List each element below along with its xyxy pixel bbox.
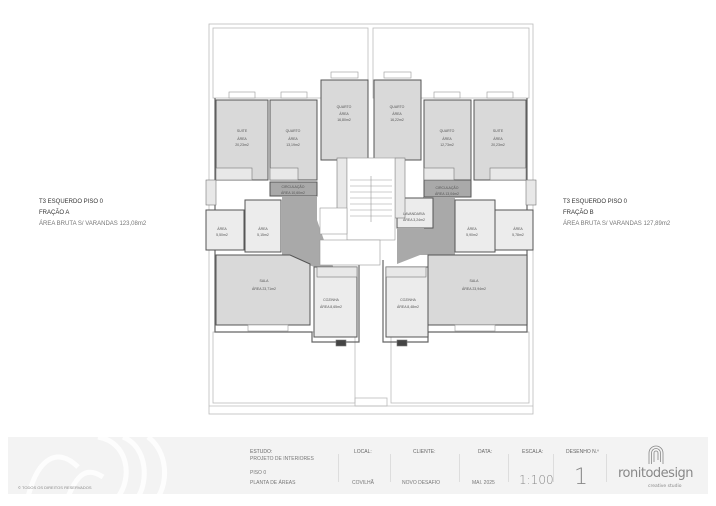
- svg-text:CIRCULAÇÃO: CIRCULAÇÃO: [282, 184, 305, 189]
- svg-text:COZINHA: COZINHA: [400, 298, 416, 302]
- svg-text:ÁREA: ÁREA: [217, 227, 227, 231]
- title-block: © TODOS OS DIREITOS RESERVADOS ESTUDO: P…: [8, 437, 708, 494]
- logo-name: ronitodesign: [618, 466, 694, 481]
- svg-text:5,78m2: 5,78m2: [512, 233, 524, 237]
- svg-text:5,50m2: 5,50m2: [216, 233, 228, 237]
- data-value: MAI. 2025: [472, 480, 495, 486]
- fraction-a-area: ÁREA BRUTA S/ VARANDAS 123,08m2: [39, 221, 147, 227]
- fraction-a-label: T3 ESQUERDO PISO 0 FRAÇÃO A ÁREA BRUTA S…: [39, 197, 146, 230]
- svg-text:ÁREA 10,60m2: ÁREA 10,60m2: [281, 191, 305, 195]
- svg-text:ÁREA 8,65m2: ÁREA 8,65m2: [320, 305, 342, 309]
- svg-text:ÁREA: ÁREA: [288, 137, 298, 141]
- room-wc-a1: [205, 209, 245, 251]
- svg-text:ÁREA: ÁREA: [392, 112, 402, 116]
- svg-text:ÁREA: ÁREA: [258, 227, 268, 231]
- svg-text:SALA: SALA: [260, 279, 270, 283]
- svg-text:QUARTO: QUARTO: [440, 129, 455, 133]
- svg-text:13,19m2: 13,19m2: [286, 143, 300, 147]
- svg-text:ÁREA: ÁREA: [442, 137, 452, 141]
- svg-text:SUITE: SUITE: [493, 129, 504, 133]
- svg-text:COZINHA: COZINHA: [323, 298, 339, 302]
- desenho-label: DESENHO N.º: [566, 449, 599, 455]
- svg-text:ÁREA: ÁREA: [467, 227, 477, 231]
- room-quarto-a2: [320, 79, 369, 161]
- svg-text:ÁREA 13,04m2: ÁREA 13,04m2: [435, 192, 459, 196]
- desenho-value: 1: [574, 465, 588, 490]
- svg-text:16,22m2: 16,22m2: [390, 118, 404, 122]
- svg-text:16,80m2: 16,80m2: [337, 118, 351, 122]
- room-cozinha-b: [385, 266, 429, 338]
- room-quarto-a1: [269, 99, 318, 181]
- room-wc-b2: [454, 199, 496, 253]
- local-value: COVILHÃ: [352, 480, 374, 486]
- svg-text:ÁREA 8,48m2: ÁREA 8,48m2: [397, 305, 419, 309]
- svg-text:QUARTO: QUARTO: [286, 129, 301, 133]
- floor-plan: SUITE ÁREA 20,23m2 QUARTO ÁREA 13,19m2 Q…: [205, 23, 537, 415]
- cliente-label: CLIENTE:: [413, 449, 436, 455]
- escala-value: 1:100: [519, 473, 554, 487]
- svg-text:CIRCULAÇÃO: CIRCULAÇÃO: [436, 185, 459, 190]
- svg-text:20,23m2: 20,23m2: [491, 143, 505, 147]
- local-label: LOCAL:: [354, 449, 372, 455]
- room-wc-b1: [494, 209, 534, 251]
- estudo-value: PROJETO DE INTERIORES: [250, 456, 314, 462]
- fraction-b-subtitle: FRAÇÃO B: [563, 210, 594, 216]
- svg-text:QUARTO: QUARTO: [337, 105, 352, 109]
- piso-value: PISO 0: [250, 470, 267, 476]
- room-quarto-b2: [373, 79, 422, 161]
- cliente-value: NOVO DESAFIO: [402, 480, 441, 486]
- svg-text:ÁREA: ÁREA: [513, 227, 523, 231]
- svg-text:12,73m2: 12,73m2: [440, 143, 454, 147]
- svg-text:ÁREA 3,24m2: ÁREA 3,24m2: [403, 218, 425, 222]
- svg-text:5,15m2: 5,15m2: [257, 233, 269, 237]
- room-quarto-b1: [423, 99, 472, 181]
- room-suite-b: [473, 99, 527, 181]
- fingerprint-logo-icon: [648, 445, 664, 464]
- svg-text:LAVANDARIA: LAVANDARIA: [403, 212, 425, 216]
- svg-text:ÁREA 23,71m2: ÁREA 23,71m2: [252, 287, 276, 291]
- svg-text:5,90m2: 5,90m2: [466, 233, 478, 237]
- logo-tagline: creative studio: [648, 484, 682, 489]
- fraction-b-label: T3 ESQUERDO PISO 0 FRAÇÃO B ÁREA BRUTA S…: [563, 197, 670, 230]
- svg-text:SALA: SALA: [470, 279, 480, 283]
- stair-core: [319, 157, 396, 266]
- svg-text:QUARTO: QUARTO: [390, 105, 405, 109]
- fraction-a-title: T3 ESQUERDO PISO 0: [39, 199, 104, 205]
- planta-value: PLANTA DE ÁREAS: [250, 480, 296, 486]
- svg-text:SUITE: SUITE: [237, 129, 248, 133]
- data-label: DATA:: [478, 449, 492, 455]
- escala-label: ESCALA:: [522, 449, 544, 455]
- room-sala-a: [215, 254, 311, 326]
- watermark-logo-icon: [26, 437, 168, 494]
- svg-text:ÁREA: ÁREA: [493, 137, 503, 141]
- copyright-text: © TODOS OS DIREITOS RESERVADOS: [18, 485, 92, 490]
- fraction-a-subtitle: FRAÇÃO A: [39, 210, 70, 216]
- room-cozinha-a: [313, 266, 358, 338]
- svg-text:ÁREA: ÁREA: [237, 137, 247, 141]
- svg-text:20,23m2: 20,23m2: [235, 143, 249, 147]
- fraction-b-title: T3 ESQUERDO PISO 0: [563, 199, 628, 205]
- fraction-b-area: ÁREA BRUTA S/ VARANDAS 127,89m2: [563, 221, 671, 227]
- estudo-label: ESTUDO:: [250, 449, 273, 455]
- room-wc-a2: [244, 199, 282, 253]
- svg-text:ÁREA: ÁREA: [339, 112, 349, 116]
- svg-text:ÁREA 23,94m2: ÁREA 23,94m2: [462, 287, 486, 291]
